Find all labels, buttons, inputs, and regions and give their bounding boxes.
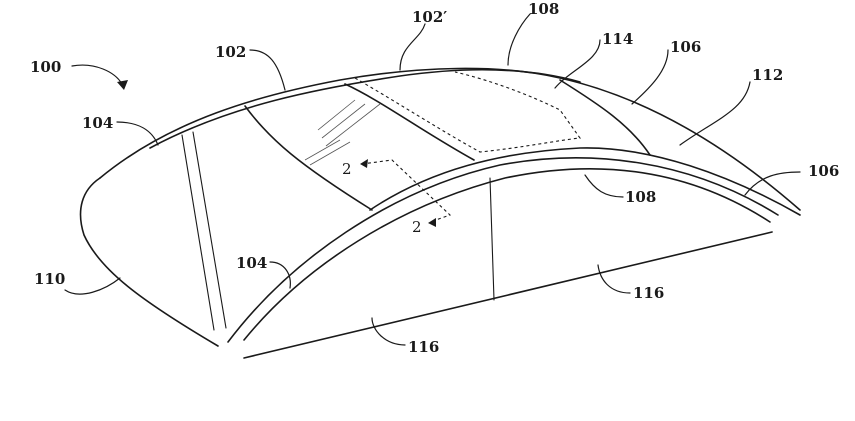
label-116-left: 116 <box>408 338 439 356</box>
label-section-2-lower: 2 <box>412 218 422 236</box>
label-104-upper: 104 <box>82 114 113 132</box>
roof-front-edge <box>79 177 219 347</box>
label-114: 114 <box>602 30 633 48</box>
side-rail-inner <box>243 168 771 341</box>
label-108-lower: 108 <box>625 188 656 206</box>
label-106-upper: 106 <box>670 38 701 56</box>
leader-106-lower <box>744 171 801 196</box>
leader-116-right <box>597 264 631 294</box>
label-108-upper: 108 <box>528 0 559 18</box>
leader-108-upper <box>507 13 531 66</box>
leader-112 <box>679 81 751 146</box>
section-arrow-lower <box>428 218 436 227</box>
side-rail-outer <box>227 157 779 343</box>
label-102-prime: 102′ <box>412 8 447 26</box>
label-100: 100 <box>30 58 61 76</box>
leader-100 <box>71 64 123 85</box>
section-arrow-upper <box>360 159 368 168</box>
leader-108-lower <box>584 174 624 198</box>
label-110: 110 <box>34 270 65 288</box>
glass-panel-boundary <box>344 83 475 161</box>
windshield-vertical-2 <box>192 131 227 329</box>
leader-100-arrow <box>117 80 128 90</box>
label-116-right: 116 <box>633 284 664 302</box>
label-106-lower: 106 <box>808 162 839 180</box>
windshield-vertical-1 <box>181 134 215 331</box>
glass-panel-hatching <box>304 99 381 166</box>
leader-110 <box>64 277 121 295</box>
roof-rear-panel-edge <box>559 79 651 156</box>
leader-106-upper <box>631 49 669 105</box>
label-104-lower: 104 <box>236 254 267 272</box>
leader-104-upper <box>116 121 159 146</box>
leader-114 <box>554 39 601 89</box>
section-line-2-2 <box>361 159 452 223</box>
leader-102-prime <box>399 23 426 71</box>
roof-base-line <box>243 231 773 359</box>
label-112: 112 <box>752 66 783 84</box>
leader-102 <box>249 49 286 91</box>
windshield-side-line <box>244 105 373 211</box>
side-rail-top <box>369 147 801 216</box>
roof-outer-top-edge-inner <box>149 68 581 149</box>
label-section-2-upper: 2 <box>342 160 352 178</box>
alternate-panel-outline <box>354 71 581 153</box>
b-pillar-line <box>489 177 495 301</box>
leader-104-lower <box>269 261 291 289</box>
roof-outer-top-edge <box>99 67 801 211</box>
leader-116-left <box>371 317 406 346</box>
label-102: 102 <box>215 43 246 61</box>
